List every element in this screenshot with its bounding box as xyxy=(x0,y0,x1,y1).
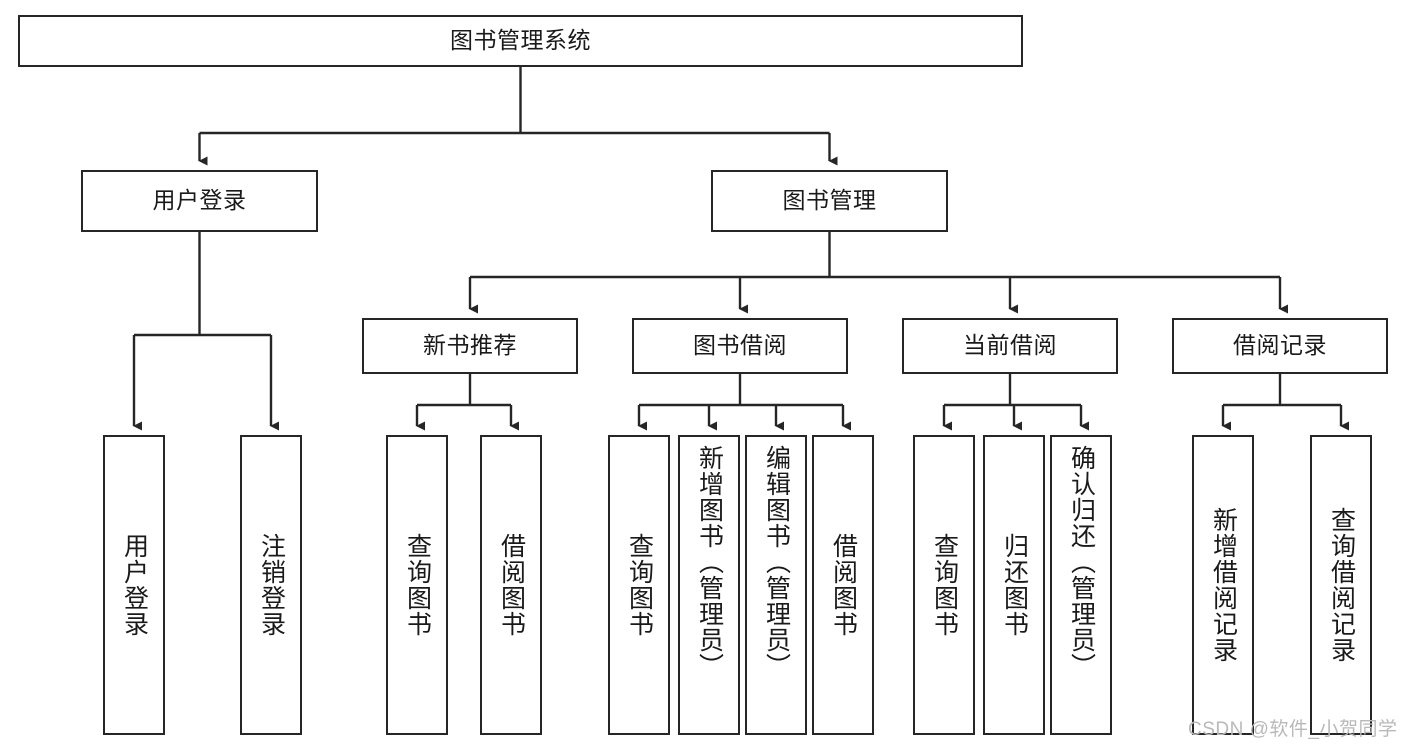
node-label: 当前借阅 xyxy=(963,332,1057,359)
node-label: 图书管理系统 xyxy=(450,27,591,54)
node-current-borrow[interactable]: 当前借阅 xyxy=(902,318,1118,374)
node-root[interactable]: 图书管理系统 xyxy=(18,15,1023,67)
node-user-login[interactable]: 用户登录 xyxy=(81,170,318,232)
node-label: 确认归还（管理员） xyxy=(1067,445,1096,679)
node-leaf-bb-edit[interactable]: 编辑图书（管理员） xyxy=(745,435,807,735)
node-label: 图书借阅 xyxy=(693,332,787,359)
node-label: 查询图书 xyxy=(625,533,654,637)
node-label: 新增借阅记录 xyxy=(1209,507,1238,663)
node-leaf-rec-query[interactable]: 查询图书 xyxy=(386,435,448,735)
node-label: 借阅记录 xyxy=(1233,332,1327,359)
node-leaf-bb-query[interactable]: 查询图书 xyxy=(608,435,670,735)
node-label: 注销登录 xyxy=(257,533,286,637)
node-label: 用户登录 xyxy=(152,187,247,214)
node-label: 新书推荐 xyxy=(423,332,517,359)
node-label: 借阅图书 xyxy=(497,533,526,637)
node-label: 借阅图书 xyxy=(829,533,858,637)
node-label: 新增图书（管理员） xyxy=(695,445,724,679)
node-label: 归还图书 xyxy=(1000,533,1029,637)
node-leaf-logout[interactable]: 注销登录 xyxy=(240,435,302,735)
node-label: 查询借阅记录 xyxy=(1327,507,1356,663)
node-leaf-rec-borrow[interactable]: 借阅图书 xyxy=(480,435,542,735)
node-leaf-cb-return[interactable]: 归还图书 xyxy=(983,435,1045,735)
node-label: 编辑图书（管理员） xyxy=(762,445,791,679)
node-leaf-cb-query[interactable]: 查询图书 xyxy=(913,435,975,735)
node-label: 用户登录 xyxy=(120,533,149,637)
node-leaf-br-add[interactable]: 新增借阅记录 xyxy=(1192,435,1254,735)
node-leaf-br-query[interactable]: 查询借阅记录 xyxy=(1310,435,1372,735)
csdn-watermark: CSDN @软件_小贺同学 xyxy=(1188,719,1398,740)
node-label: 图书管理 xyxy=(782,187,877,214)
node-leaf-bb-borrow[interactable]: 借阅图书 xyxy=(812,435,874,735)
node-book-borrow[interactable]: 图书借阅 xyxy=(632,318,848,374)
node-book-manage[interactable]: 图书管理 xyxy=(711,170,948,232)
node-leaf-cb-confirm[interactable]: 确认归还（管理员） xyxy=(1050,435,1112,735)
node-new-book-rec[interactable]: 新书推荐 xyxy=(362,318,578,374)
node-borrow-record[interactable]: 借阅记录 xyxy=(1172,318,1388,374)
node-label: 查询图书 xyxy=(930,533,959,637)
node-leaf-user-login[interactable]: 用户登录 xyxy=(103,435,165,735)
node-label: 查询图书 xyxy=(403,533,432,637)
node-leaf-bb-add[interactable]: 新增图书（管理员） xyxy=(678,435,740,735)
